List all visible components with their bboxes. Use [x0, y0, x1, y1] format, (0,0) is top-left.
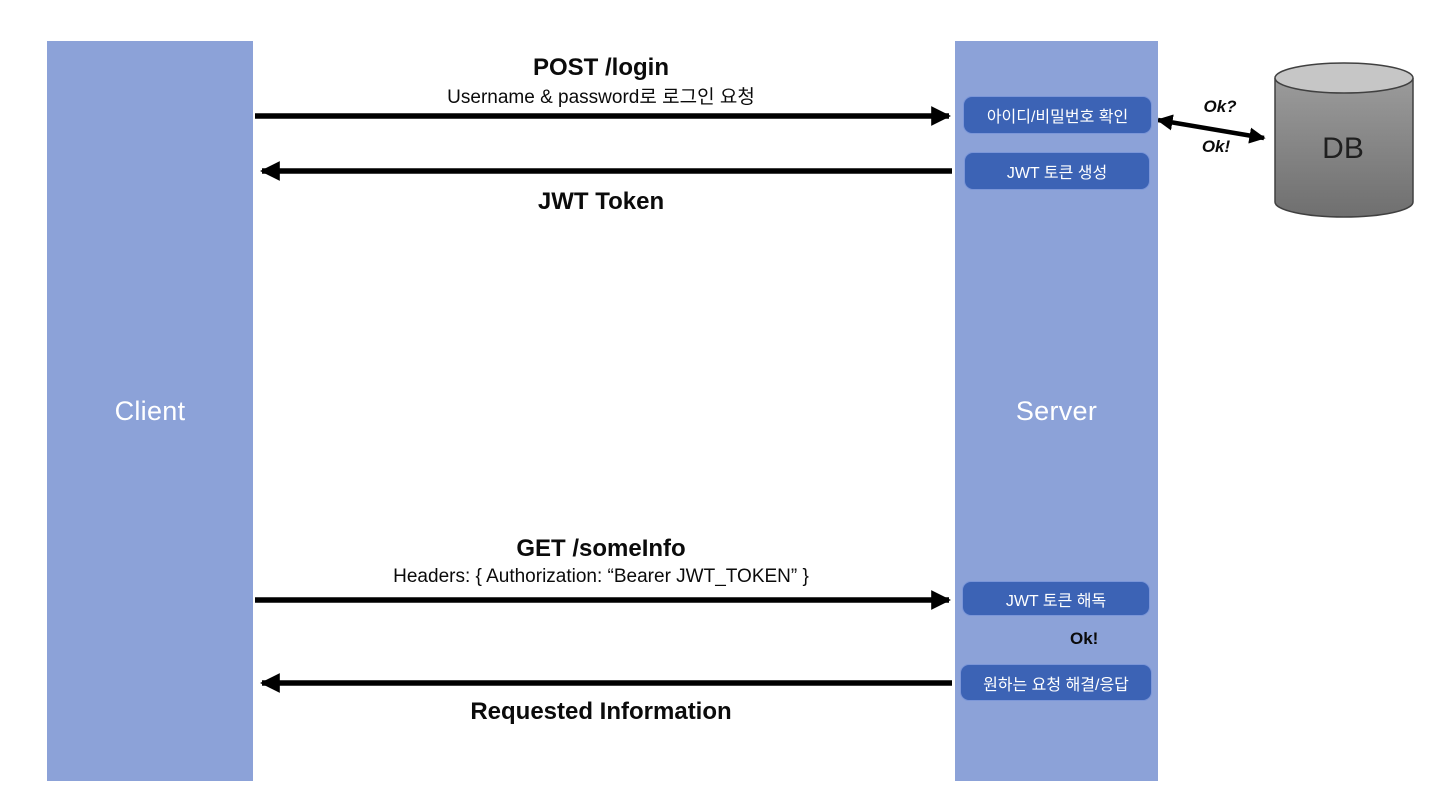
step-decode-token-label: JWT 토큰 해독	[1005, 592, 1107, 610]
step-verify-credentials: 아이디/비밀번호 확인	[963, 96, 1152, 134]
step-resolve-request: 원하는 요청 해결/응답	[960, 664, 1152, 701]
requested-info-title: Requested Information	[470, 698, 732, 725]
jwt-token-title: JWT Token	[537, 188, 665, 215]
step-generate-token-label: JWT 토큰 생성	[1006, 165, 1108, 182]
server-label: Server	[1015, 395, 1098, 426]
client-lane: Client	[47, 41, 253, 781]
get-someinfo-subtitle: Headers: { Authorization: “Bearer JWT_TO…	[393, 566, 809, 587]
get-someinfo-title: GET /someInfo	[516, 535, 686, 562]
step-resolve-request-label: 원하는 요청 해결/응답	[983, 676, 1129, 694]
db-query-label: Ok?	[1203, 97, 1237, 116]
post-login-subtitle: Username & password로 로그인 요청	[447, 87, 755, 108]
server-db-arrow	[1156, 114, 1266, 144]
step-verify-credentials-label: 아이디/비밀번호 확인	[986, 109, 1129, 126]
step-generate-token: JWT 토큰 생성	[964, 152, 1150, 190]
client-label: Client	[114, 395, 186, 426]
step-decode-token: JWT 토큰 해독	[962, 581, 1150, 616]
db-response-label: Ok!	[1201, 137, 1231, 156]
database-label: DB	[1322, 132, 1364, 165]
decode-ok-label: Ok!	[1070, 629, 1099, 648]
post-login-title: POST /login	[533, 54, 669, 81]
